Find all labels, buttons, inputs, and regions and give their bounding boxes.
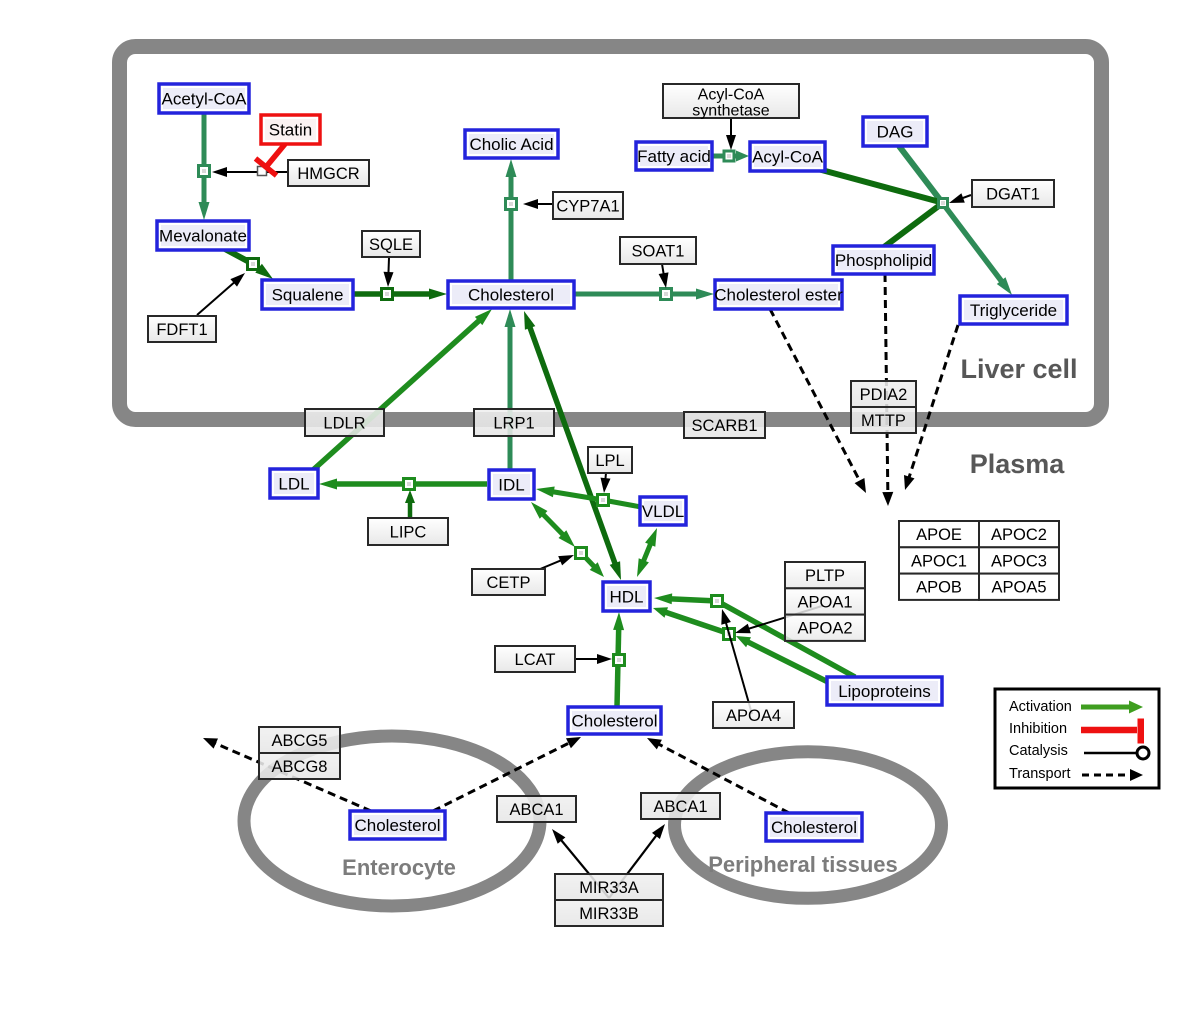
- svg-text:Catalysis: Catalysis: [1009, 743, 1068, 759]
- svg-text:CYP7A1: CYP7A1: [556, 197, 619, 215]
- svg-text:IDL: IDL: [498, 476, 524, 495]
- svg-text:DAG: DAG: [877, 123, 914, 142]
- svg-text:MIR33A: MIR33A: [579, 879, 639, 897]
- svg-text:APOE: APOE: [916, 526, 962, 544]
- svg-text:Fatty acid: Fatty acid: [637, 147, 711, 166]
- svg-text:PLTP: PLTP: [805, 567, 845, 585]
- svg-text:SCARB1: SCARB1: [691, 417, 757, 435]
- svg-text:MIR33B: MIR33B: [579, 905, 639, 923]
- svg-text:Peripheral tissues: Peripheral tissues: [708, 852, 898, 877]
- svg-text:APOA5: APOA5: [991, 579, 1046, 597]
- svg-text:Phospholipid: Phospholipid: [835, 251, 932, 270]
- svg-text:HMGCR: HMGCR: [297, 165, 359, 183]
- svg-text:Statin: Statin: [269, 121, 312, 140]
- svg-text:Mevalonate: Mevalonate: [159, 227, 247, 246]
- svg-text:MTTP: MTTP: [861, 412, 906, 430]
- svg-text:ABCG8: ABCG8: [272, 758, 328, 776]
- svg-text:LDL: LDL: [278, 475, 309, 494]
- svg-text:Cholesterol: Cholesterol: [468, 286, 554, 305]
- svg-text:Inhibition: Inhibition: [1009, 721, 1067, 737]
- svg-text:LCAT: LCAT: [515, 651, 556, 669]
- svg-text:Enterocyte: Enterocyte: [342, 855, 456, 880]
- svg-text:Lipoproteins: Lipoproteins: [838, 682, 931, 701]
- svg-text:APOA4: APOA4: [726, 707, 781, 725]
- svg-text:PDIA2: PDIA2: [860, 386, 908, 404]
- svg-text:LIPC: LIPC: [390, 523, 427, 541]
- svg-text:Plasma: Plasma: [970, 449, 1066, 479]
- svg-text:ABCG5: ABCG5: [272, 732, 328, 750]
- svg-text:Transport: Transport: [1009, 766, 1071, 782]
- svg-text:SQLE: SQLE: [369, 236, 413, 254]
- svg-text:APOA1: APOA1: [797, 593, 852, 611]
- svg-text:Activation: Activation: [1009, 699, 1072, 715]
- svg-text:LPL: LPL: [595, 452, 624, 470]
- svg-text:APOB: APOB: [916, 579, 962, 597]
- svg-text:Acyl-CoA: Acyl-CoA: [698, 87, 765, 104]
- svg-text:APOC1: APOC1: [911, 552, 967, 570]
- svg-text:CETP: CETP: [486, 574, 530, 592]
- svg-text:FDFT1: FDFT1: [156, 321, 207, 339]
- svg-text:Acyl-CoA: Acyl-CoA: [752, 148, 824, 167]
- svg-text:VLDL: VLDL: [642, 502, 685, 521]
- svg-text:SOAT1: SOAT1: [632, 242, 685, 260]
- svg-text:Cholesterol ester: Cholesterol ester: [714, 286, 843, 305]
- svg-text:Triglyceride: Triglyceride: [970, 301, 1057, 320]
- svg-text:Squalene: Squalene: [272, 286, 344, 305]
- svg-text:Cholesterol: Cholesterol: [572, 712, 658, 731]
- svg-text:DGAT1: DGAT1: [986, 185, 1040, 203]
- svg-text:Liver cell: Liver cell: [960, 354, 1077, 384]
- svg-text:Cholic Acid: Cholic Acid: [469, 135, 553, 154]
- svg-text:APOC3: APOC3: [991, 552, 1047, 570]
- svg-text:Acetyl-CoA: Acetyl-CoA: [161, 90, 247, 109]
- svg-text:LRP1: LRP1: [493, 414, 534, 432]
- svg-text:ABCA1: ABCA1: [653, 798, 707, 816]
- svg-text:APOA2: APOA2: [797, 620, 852, 638]
- svg-text:APOC2: APOC2: [991, 526, 1047, 544]
- svg-text:Cholesterol: Cholesterol: [771, 818, 857, 837]
- svg-text:Cholesterol: Cholesterol: [355, 816, 441, 835]
- svg-text:ABCA1: ABCA1: [509, 801, 563, 819]
- svg-text:synthetase: synthetase: [692, 103, 769, 120]
- svg-text:LDLR: LDLR: [323, 414, 365, 432]
- svg-text:HDL: HDL: [609, 588, 643, 607]
